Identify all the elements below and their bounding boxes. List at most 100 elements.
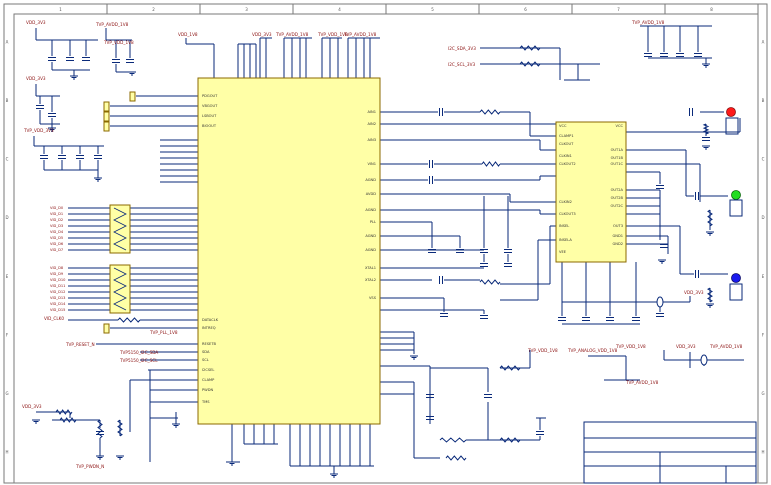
bus-net-label: VID_D4 xyxy=(50,230,64,234)
ferrite-beads xyxy=(656,296,708,366)
pin-label: CLKIN2 xyxy=(559,200,572,204)
net-label: TVP_PLL_1V8 xyxy=(149,330,178,335)
resistor xyxy=(479,109,501,115)
resistor xyxy=(499,437,521,443)
capacitor xyxy=(582,317,590,321)
net-label: TVP_VDD_1V8 xyxy=(527,348,558,353)
capacitor xyxy=(429,160,433,168)
pin-label: AIN3 xyxy=(368,138,377,142)
pin-label: CLAMP1 xyxy=(559,134,574,138)
capacitor xyxy=(484,394,492,398)
capacitor xyxy=(676,53,684,57)
resistor xyxy=(481,161,501,167)
ground-symbol xyxy=(330,473,338,478)
ground-symbol xyxy=(94,177,102,182)
bus-labels: VID_D0VID_D1VID_D2VID_D3VID_D4VID_D5VID_… xyxy=(50,206,66,312)
capacitor xyxy=(426,416,434,420)
net-label: TVP_PWDN_N xyxy=(75,464,104,469)
bus-net-label: VID_D6 xyxy=(50,242,64,246)
ground-symbol xyxy=(706,303,714,308)
pin-label: AGND xyxy=(365,178,376,182)
pin-label: CLAMP xyxy=(202,378,215,382)
pin-label: TMS xyxy=(201,400,210,404)
pin-label: PLL xyxy=(370,220,376,224)
capacitor xyxy=(82,57,90,61)
resistor xyxy=(55,409,73,415)
pin-label: PWDN xyxy=(202,388,213,392)
pin-label: OUT1A xyxy=(611,148,624,152)
pin-label: OUT3 xyxy=(613,224,623,228)
resistor xyxy=(97,419,103,439)
net-labels: VDD_3V3 VDD_3V3 TVP_VDD_3V3 TVP_AVDD_1V8… xyxy=(22,20,743,469)
ground-symbol xyxy=(96,455,104,460)
bus-net-label: VID_D1 xyxy=(50,212,63,216)
pin-label: AIN2 xyxy=(368,122,377,126)
grid-letter: E xyxy=(762,274,765,279)
pin-label: SCL xyxy=(202,358,209,362)
capacitor xyxy=(94,155,102,159)
pin-label: VSS xyxy=(369,296,377,300)
pin-label: GND1 xyxy=(612,234,623,238)
ground-symbol xyxy=(48,127,56,132)
grid-number: 8 xyxy=(710,7,713,12)
capacitor xyxy=(656,185,664,189)
net-label: VDD_3V3 xyxy=(22,404,42,409)
pin-label: CLKOUT2 xyxy=(559,162,576,166)
pin-label: INSELA xyxy=(559,238,572,242)
bus-net-label: VID_D11 xyxy=(50,284,65,288)
capacitor xyxy=(40,155,48,159)
capacitor xyxy=(58,155,66,159)
net-label: VDD_3V3 xyxy=(252,32,272,37)
net-label: TVP_AVDD_1V8 xyxy=(631,20,665,25)
capacitor xyxy=(426,394,434,398)
title-block xyxy=(583,421,757,484)
resistor xyxy=(117,419,123,437)
resistor xyxy=(445,455,467,461)
pin-label: BIOOUT xyxy=(202,124,217,128)
pin-label: OUT1C xyxy=(611,162,624,166)
capacitor xyxy=(48,57,56,61)
capacitor xyxy=(36,105,44,109)
net-label: VDD_3V3 xyxy=(684,290,704,295)
capacitor xyxy=(660,53,668,57)
grid-letter: F xyxy=(762,332,765,337)
grid-letter: B xyxy=(6,98,9,103)
capacitor xyxy=(632,317,640,321)
pin-label: XTAL1 xyxy=(365,266,376,270)
capacitor xyxy=(656,313,664,317)
capacitor xyxy=(456,249,464,253)
capacitor xyxy=(504,263,512,267)
resistor xyxy=(439,437,467,443)
grid-letter: H xyxy=(761,450,764,455)
resistor xyxy=(519,45,541,51)
bus-net-label: VID_D8 xyxy=(50,266,64,270)
grid-number: 5 xyxy=(431,7,434,12)
net-label: TVP_AVDD_1V8 xyxy=(625,380,659,385)
capacitor xyxy=(429,176,433,184)
capacitor xyxy=(480,315,488,319)
grid-number: 4 xyxy=(338,7,341,12)
capacitor xyxy=(480,263,488,267)
pin-label: AGND xyxy=(365,248,376,252)
pin-label: CLKOUT xyxy=(559,142,574,146)
ground-symbol xyxy=(172,423,180,428)
bus-net-label: VID_D14 xyxy=(50,302,66,306)
rca-connector-green xyxy=(729,190,743,217)
ground-symbol xyxy=(702,145,710,150)
capacitor xyxy=(689,108,693,116)
bus-net-label: VID_D12 xyxy=(50,290,65,294)
capacitor xyxy=(480,249,488,253)
capacitor xyxy=(606,317,614,321)
grid-number: 3 xyxy=(245,7,248,12)
net-label: VDD_3V3 xyxy=(26,76,46,81)
ground-symbol xyxy=(658,259,666,264)
ground-symbol xyxy=(70,75,78,80)
capacitor xyxy=(695,270,699,278)
net-label: TVP5150_I2C_SDA xyxy=(119,350,158,355)
bus-net-label: VID_D7 xyxy=(50,248,63,252)
capacitor xyxy=(48,113,56,117)
pin-label: OUT2A xyxy=(611,188,624,192)
bus-net-label: VID_D15 xyxy=(50,308,65,312)
